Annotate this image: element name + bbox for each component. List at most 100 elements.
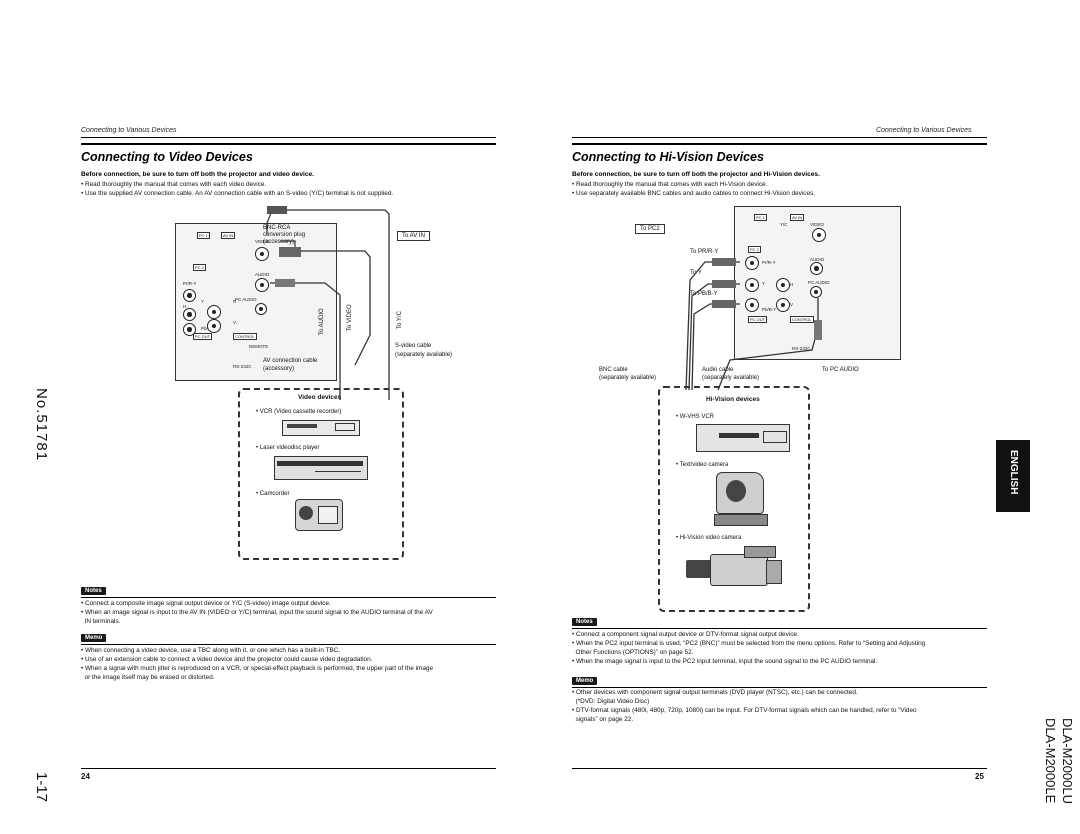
right-lbl-avin: AV IN [790,214,805,221]
left-conversion-plug: conversion plug [263,232,306,238]
right-to-pb: To PB/B-Y [690,291,718,297]
right-jack-pr [745,256,759,270]
right-lead: Before connection, be sure to turn off b… [572,171,820,178]
right-footer-rule [572,768,987,769]
right-jack-v [776,298,790,312]
right-device-hvcam-label: • Hi-Vision video camera [676,535,742,541]
left-video-devices-box [238,388,404,560]
left-jack-5 [207,319,221,333]
right-memo-3: • DTV-format signals (480i, 480p, 720p, … [572,707,917,714]
left-lbl-remote: REMOTE [249,344,269,349]
right-memo-4: signals” on page 22. [572,716,634,723]
left-note-3: IN terminals. [81,618,121,625]
left-running-header: Connecting to Various Devices [81,127,177,134]
left-notes-tag: Notes [81,587,106,595]
camcorder-lens [299,506,313,520]
left-to-av-in: To AV IN [397,231,430,241]
left-jack-letter-r: R [233,299,237,304]
right-connection-diagram: PC 1 AV IN Y/C VIDEO PC 2 AUDIO PC AUDIO… [590,200,910,391]
left-av-cable: AV connection cable [263,358,318,364]
left-jack-4 [207,305,221,319]
right-bullet-1: • Read thoroughly the manual that comes … [572,181,768,188]
left-jack-audio [255,278,269,292]
left-svideo-cable: S-video cable [395,343,432,349]
right-to-pr: To PR/R-Y [690,249,719,255]
right-bnc-cable: BNC cable [599,367,628,373]
hvcam-viewfinder [744,546,776,558]
right-notes-tag: Notes [572,618,597,626]
right-jack-letter-pr: Pr/R-Y [762,260,776,265]
left-svideo-sep: (separately available) [395,352,453,358]
camcorder-body-detail [318,506,338,524]
right-jack-y [745,278,759,292]
hvcam-lens [686,560,712,578]
right-lbl-pcaudio: PC AUDIO [808,280,830,285]
model-name-2: DLA-M2000LE [1043,718,1058,804]
right-lbl-rs232c: RS-232C [792,346,811,351]
right-jack-letter-pb: Pb/B-Y [762,307,777,312]
language-tab-label: ENGLISH [1008,450,1019,495]
right-page-number: 25 [975,772,984,781]
left-jack-letter-pr: Pr/R-Y [183,281,197,286]
left-lbl-pcout: PC OUT [193,333,213,340]
vcr-slot [287,424,317,428]
camera-stand [714,514,768,526]
right-to-pc2: To PC2 [635,224,665,234]
left-page-number: 24 [81,772,90,781]
left-accessory-1: (accessory) [263,239,295,245]
left-jack-pcaudio [255,303,267,315]
camcorder-illustration [295,499,343,531]
right-cables [685,258,822,391]
left-device-camcorder-label: • Camcorder [256,491,290,497]
left-bullet-2: • Use the supplied AV connection cable. … [81,190,394,197]
right-note-4: • When the image signal is input to the … [572,658,878,665]
left-jack-3 [183,323,196,336]
left-cables [266,206,390,400]
right-header-rule [572,137,987,138]
left-jack-video [255,247,269,261]
right-lbl-pc1: PC 1 [754,214,767,221]
ld-tray [277,461,363,466]
left-accessory-2: (accessory) [263,366,295,372]
wvhs-buttons [763,431,787,443]
right-running-header: Connecting to Various Devices [876,127,972,134]
right-lbl-pc2: PC 2 [748,246,761,253]
left-jack-letter-h: H [183,304,187,309]
camera-lens [726,480,746,502]
ld-player-illustration [274,456,368,480]
model-name-1: DLA-M2000LU [1060,718,1075,804]
left-lbl-control: CONTROL [233,333,257,340]
right-lbl-video: VIDEO [810,222,825,227]
left-notes-rule [81,597,496,598]
vcr-illustration [282,420,360,436]
right-lbl-audio: AUDIO [810,257,825,262]
right-devices-title: Hi-Vision devices [706,396,760,403]
right-notes-rule [572,628,987,629]
left-section-title: Connecting to Video Devices [81,150,253,164]
right-title-rule [572,143,987,145]
left-lbl-video: VIDEO [255,239,270,244]
right-bullet-2: • Use separately available BNC cables an… [572,190,815,197]
left-jack-letter-v: V [233,320,237,325]
right-jack-pb [745,298,759,312]
left-note-2: • When an image signal is input to the A… [81,609,433,616]
right-lbl-control: CONTROL [790,316,814,323]
right-jack-h [776,278,790,292]
left-title-rule [81,143,496,145]
left-device-ld-label: • Laser videodisc player [256,445,320,451]
right-bnc-sep: (separately available) [599,375,657,381]
left-lbl-avin: AV IN [221,232,236,239]
left-memo-rule [81,644,496,645]
right-memo-tag: Memo [572,677,598,685]
left-lbl-pcaudio: PC AUDIO [235,297,257,302]
wvhs-vcr-illustration [696,424,790,452]
hvcam-back [766,560,782,584]
right-audio-sep: (separately available) [702,375,760,381]
right-note-2: • When the PC2 input terminal is used, “… [572,640,926,647]
right-to-pc-audio: To PC AUDIO [822,367,859,373]
left-lbl-rs232c: RS-232C [233,364,252,369]
right-audio-cable: Audio cable [702,367,734,373]
left-bnc-rca: BNC-RCA [263,225,291,231]
language-tab: ENGLISH [996,440,1030,512]
page-id: 1-17 [33,772,50,803]
